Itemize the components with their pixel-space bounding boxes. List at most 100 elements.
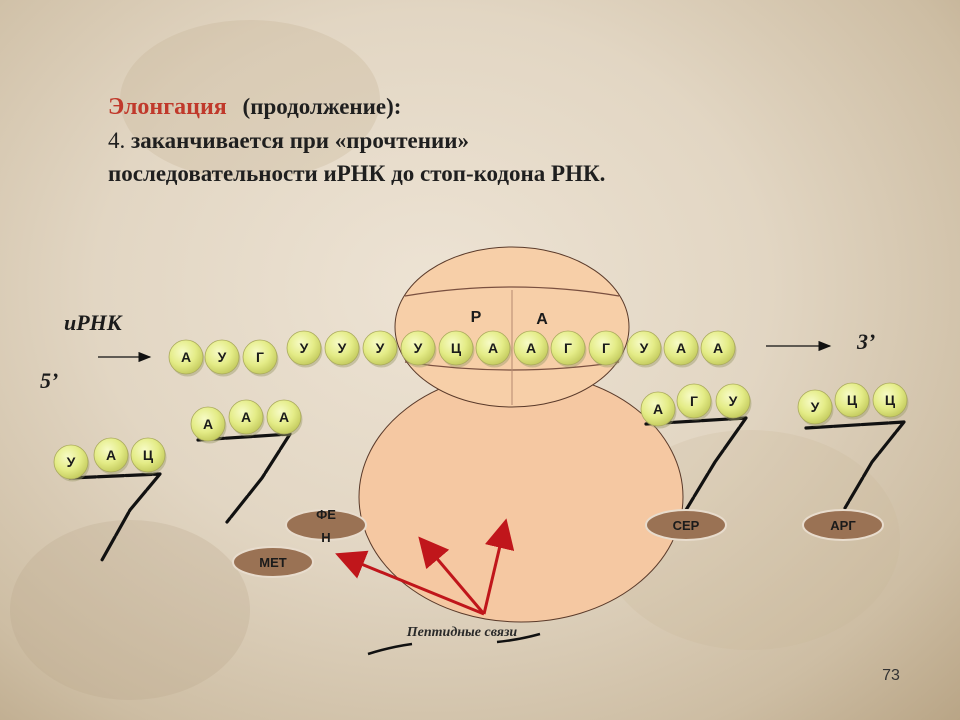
trna-anticodon-nucleotide: У — [797, 389, 834, 427]
mrna-label: иРНК — [64, 310, 123, 335]
nucleotide-letter: У — [414, 340, 423, 356]
bead-circle — [475, 330, 511, 366]
mrna-nucleotide: У — [400, 330, 437, 368]
trna-anticodon-nucleotide: Ц — [834, 382, 871, 420]
nucleotide-letter: А — [676, 340, 686, 356]
amino-acid-met — [232, 546, 314, 578]
nucleotide-letter: У — [729, 393, 738, 409]
amino-acid-phe-label-line2: Н — [321, 530, 330, 545]
trna-body — [68, 472, 162, 562]
bead-circle — [663, 330, 699, 366]
bead-circle — [438, 330, 474, 366]
nucleotide-letter: Г — [256, 349, 264, 365]
bead-circle — [242, 339, 278, 375]
bead-circle — [324, 330, 360, 366]
bead-circle — [168, 339, 204, 375]
nucleotide-letter: Г — [564, 340, 572, 356]
bead-circle — [266, 399, 302, 435]
peptide-bond-arrow — [335, 550, 485, 616]
mrna-nucleotide: У — [204, 339, 241, 377]
nucleotide-letter: А — [241, 409, 251, 425]
bead-circle — [700, 330, 736, 366]
amino-acid-phe — [285, 509, 367, 541]
bead-circle — [130, 437, 166, 473]
trna-anticodon-nucleotide: Ц — [130, 437, 167, 475]
trna-anticodon-nucleotide: А — [266, 399, 303, 437]
bead-circle — [872, 382, 908, 418]
mrna-nucleotide: Г — [550, 330, 587, 368]
mrna-nucleotide: А — [663, 330, 700, 368]
bead-circle — [834, 382, 870, 418]
trna-body — [804, 420, 906, 510]
nucleotide-letter: Ц — [451, 340, 462, 356]
mrna-nucleotide: Г — [242, 339, 279, 377]
ribosome-large-subunit — [358, 371, 684, 623]
peptide-chain: МЕТ ФЕ Н — [232, 507, 367, 578]
trna-body — [196, 432, 292, 524]
mrna-nucleotide: У — [286, 330, 323, 368]
bead-circle — [190, 406, 226, 442]
nucleotide-letter: У — [640, 340, 649, 356]
nucleotide-letter: А — [653, 401, 663, 417]
heading-title: Элонгация — [108, 94, 227, 120]
nucleotide-letter: А — [106, 447, 116, 463]
p-site-label: Р — [471, 309, 482, 326]
mrna-nucleotide: Ц — [438, 330, 475, 368]
amino-acid-met-label: МЕТ — [259, 555, 287, 570]
mrna-nucleotide: А — [475, 330, 512, 368]
mrna-nucleotide: Г — [588, 330, 625, 368]
mrna-nucleotide: У — [362, 330, 399, 368]
trna-anticodon-nucleotide: У — [715, 383, 752, 421]
nucleotide-letter: Ц — [885, 392, 896, 408]
peptide-bond-arrows — [335, 518, 515, 616]
nucleotide-letter: А — [181, 349, 191, 365]
mrna-nucleotide: А — [513, 330, 550, 368]
bead-circle — [550, 330, 586, 366]
bead-circle — [626, 330, 662, 366]
trna-anticodon-nucleotide: А — [640, 391, 677, 429]
bead-circle — [588, 330, 624, 366]
nucleotide-letter: А — [488, 340, 498, 356]
nucleotide-letter: А — [713, 340, 723, 356]
nucleotide-letter: Ц — [847, 392, 858, 408]
ribosome-band-upper — [404, 286, 620, 297]
bead-circle — [513, 330, 549, 366]
a-site-label: А — [536, 311, 548, 328]
amino-acid — [645, 509, 727, 541]
trna-anticodon-nucleotide: Ц — [872, 382, 909, 420]
page-number: 73 — [882, 667, 900, 684]
nucleotide-letter: У — [300, 340, 309, 356]
nucleotide-letter: У — [811, 399, 820, 415]
bead-circle — [228, 399, 264, 435]
mrna-nucleotide: У — [324, 330, 361, 368]
trna-anticodon-nucleotide: А — [93, 437, 130, 475]
mrna-5-prime-label: 5’ — [40, 368, 58, 393]
amino-acid-label: АРГ — [830, 518, 856, 533]
bead-circle — [204, 339, 240, 375]
nucleotide-letter: У — [67, 454, 76, 470]
heading-line1: заканчивается при «прочтении» — [131, 128, 469, 153]
slide-heading: Элонгация (продолжение): 4. заканчиваетс… — [108, 90, 868, 190]
trna-anticodon-nucleotide: А — [190, 406, 227, 444]
nucleotide-letter: Ц — [143, 447, 154, 463]
nucleotide-letter: А — [526, 340, 536, 356]
mrna-nucleotide: А — [168, 339, 205, 377]
nucleotide-letter: У — [376, 340, 385, 356]
trna: У Ц Ц АРГ — [797, 382, 909, 541]
trna-anticodon-nucleotide: Г — [676, 383, 713, 421]
bead-circle — [93, 437, 129, 473]
underline-stroke — [496, 632, 541, 644]
nucleotide-letter: Г — [690, 393, 698, 409]
nucleotide-letter: Г — [602, 340, 610, 356]
bead-circle — [640, 391, 676, 427]
heading-line2: последовательности иРНК до стоп-кодона Р… — [108, 161, 606, 186]
bead-circle — [286, 330, 322, 366]
amino-acid-label: СЕР — [673, 518, 700, 533]
trna-anticodon-nucleotide: У — [53, 444, 90, 482]
mrna-3-prime-label: 3’ — [856, 329, 875, 354]
nucleotide-letter: А — [203, 416, 213, 432]
